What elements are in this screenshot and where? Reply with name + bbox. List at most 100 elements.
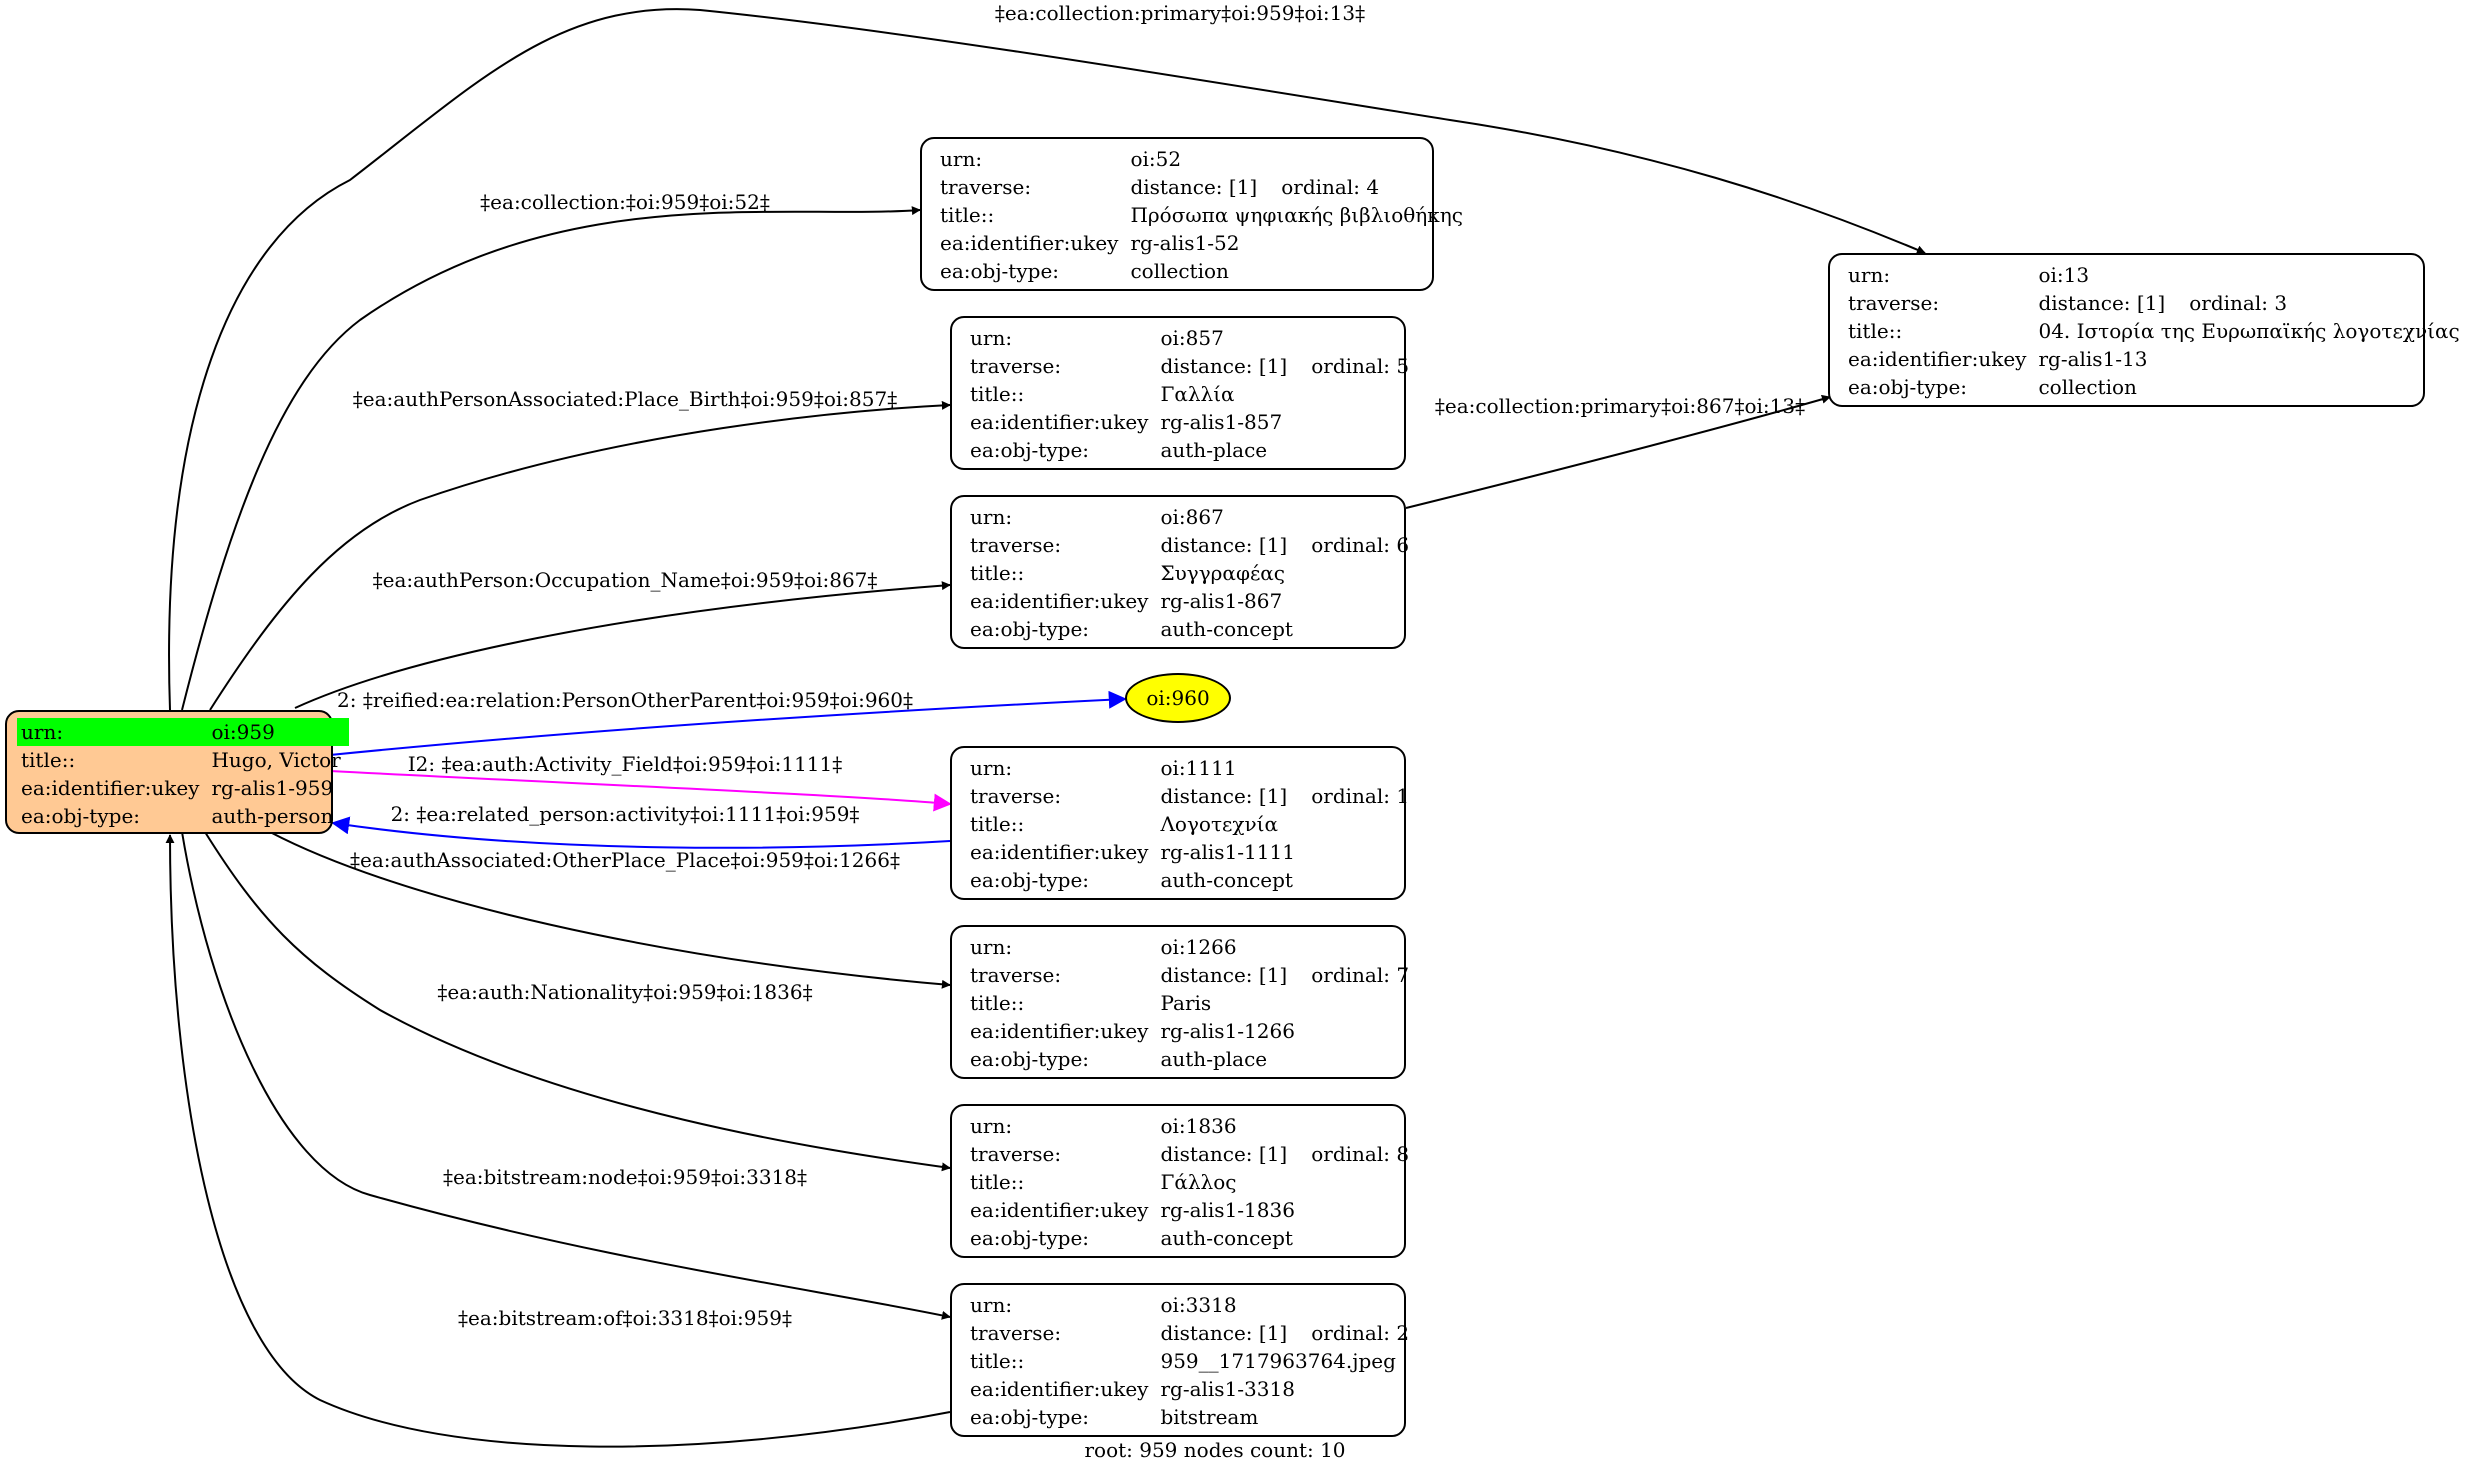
field-key: traverse:: [970, 354, 1062, 378]
field-key: urn:: [970, 756, 1013, 780]
field-key: ea:identifier:ukey: [970, 589, 1149, 613]
title-row: title:: Πρόσωπα ψηφιακής βιβλιοθήκης: [936, 201, 1471, 229]
record-node-oi13[interactable]: urn: oi:13 traverse: distance: [1]ordina…: [1828, 253, 2460, 407]
traverse-row: traverse: distance: [1]ordinal: 2: [966, 1319, 1417, 1347]
record-node-oi1266[interactable]: urn: oi:1266 traverse: distance: [1]ordi…: [950, 925, 1409, 1079]
field-key: ea:identifier:ukey: [970, 1377, 1149, 1401]
ukey-value: rg-alis1-1836: [1160, 1198, 1295, 1222]
type-row: ea:obj-type: collection: [1844, 373, 2468, 401]
edge-e6: [329, 770, 952, 812]
ukey-row: ea:identifier:ukey rg-alis1-867: [966, 587, 1417, 615]
title-value: Συγγραφέας: [1160, 561, 1286, 585]
edge-label-e10: ‡ea:bitstream:node‡oi:959‡oi:3318‡: [442, 1165, 808, 1189]
urn-value: oi:1836: [1160, 1114, 1237, 1138]
record-node-oi1836[interactable]: urn: oi:1836 traverse: distance: [1]ordi…: [950, 1104, 1409, 1258]
urn-value: oi:3318: [1160, 1293, 1237, 1317]
root-type-row: ea:obj-type: auth-person: [17, 802, 349, 830]
field-key: ea:obj-type:: [970, 868, 1090, 892]
ukey-value: rg-alis1-867: [1160, 589, 1283, 613]
ordinal-value: ordinal: 2: [1311, 1321, 1410, 1345]
record-node-oi867[interactable]: urn: oi:867 traverse: distance: [1]ordin…: [950, 495, 1409, 649]
field-key: ea:obj-type:: [970, 1226, 1090, 1250]
ellipse-node-oi960[interactable]: oi:960: [1125, 673, 1231, 723]
node-table: urn: oi:1266 traverse: distance: [1]ordi…: [966, 933, 1417, 1073]
ordinal-value: ordinal: 4: [1281, 175, 1380, 199]
field-key: urn:: [970, 505, 1013, 529]
node-table: urn: oi:867 traverse: distance: [1]ordin…: [966, 503, 1417, 643]
type-value: bitstream: [1160, 1405, 1259, 1429]
type-value: auth-concept: [1160, 1226, 1293, 1250]
urn-row: urn: oi:1836: [966, 1112, 1417, 1140]
field-key: urn:: [17, 718, 208, 746]
field-key: traverse:: [970, 963, 1062, 987]
edge-label-e2: ‡ea:collection:‡oi:959‡oi:52‡: [480, 190, 770, 214]
edge-label-e5: 2: ‡reified:ea:relation:PersonOtherParen…: [337, 688, 913, 712]
edge-e9: [204, 831, 951, 1172]
traverse-row: traverse: distance: [1]ordinal: 8: [966, 1140, 1417, 1168]
field-key: ea:obj-type:: [1848, 375, 1968, 399]
field-key: ea:identifier:ukey: [970, 840, 1149, 864]
ukey-row: ea:identifier:ukey rg-alis1-1111: [966, 838, 1417, 866]
edge-e4: [294, 581, 951, 709]
record-node-oi857[interactable]: urn: oi:857 traverse: distance: [1]ordin…: [950, 316, 1409, 470]
field-key: ea:identifier:ukey: [21, 776, 200, 800]
field-key: title::: [970, 1349, 1025, 1373]
field-key: title::: [970, 561, 1025, 585]
field-key: ea:identifier:ukey: [970, 1198, 1149, 1222]
type-value: collection: [1130, 259, 1229, 283]
field-key: urn:: [970, 326, 1013, 350]
urn-row: urn: oi:13: [1844, 261, 2468, 289]
edge-label-e4: ‡ea:authPerson:Occupation_Name‡oi:959‡oi…: [372, 568, 878, 592]
field-key: ea:identifier:ukey: [1848, 347, 2027, 371]
field-key: traverse:: [970, 784, 1062, 808]
type-value: auth-place: [1160, 438, 1268, 462]
root-node-oi959[interactable]: urn: oi:959 title:: Hugo, Victor ea:iden…: [5, 710, 349, 834]
traverse-value: distance: [1] ordinal: 4: [1126, 173, 1471, 201]
edge-e7: [331, 816, 951, 849]
title-row: title:: Paris: [966, 989, 1417, 1017]
edge-label-e8: ‡ea:authAssociated:OtherPlace_Place‡oi:9…: [350, 848, 900, 872]
ukey-value: rg-alis1-13: [2038, 347, 2148, 371]
distance-value: distance: [1]: [1160, 533, 1288, 557]
ukey-row: ea:identifier:ukey rg-alis1-52: [936, 229, 1471, 257]
record-node-oi3318[interactable]: urn: oi:3318 traverse: distance: [1]ordi…: [950, 1283, 1409, 1437]
field-key: urn:: [1848, 263, 1891, 287]
edge-e11: [165, 834, 951, 1448]
ukey-value: rg-alis1-1266: [1160, 1019, 1295, 1043]
field-key: title::: [21, 748, 76, 772]
type-row: ea:obj-type: bitstream: [966, 1403, 1417, 1431]
traverse-value: distance: [1] ordinal: 6: [1156, 531, 1417, 559]
field-key: title::: [1848, 319, 1903, 343]
field-key: ea:identifier:ukey: [940, 231, 1119, 255]
ukey-row: ea:identifier:ukey rg-alis1-857: [966, 408, 1417, 436]
ukey-row: ea:identifier:ukey rg-alis1-1836: [966, 1196, 1417, 1224]
type-value: auth-concept: [1160, 617, 1293, 641]
field-key: title::: [970, 812, 1025, 836]
urn-value: oi:13: [2038, 263, 2090, 287]
record-node-oi1111[interactable]: urn: oi:1111 traverse: distance: [1]ordi…: [950, 746, 1409, 900]
traverse-value: distance: [1]ordinal: 5: [1156, 352, 1417, 380]
urn-row: urn: oi:857: [966, 324, 1417, 352]
edge-e8: [269, 831, 951, 989]
node-table: urn: oi:13 traverse: distance: [1]ordina…: [1844, 261, 2468, 401]
ordinal-value: ordinal: 3: [2189, 291, 2288, 315]
title-row: title:: Συγγραφέας: [966, 559, 1417, 587]
ukey-value: rg-alis1-857: [1160, 410, 1283, 434]
record-node-oi52[interactable]: urn: oi:52 traverse: distance: [1]ordina…: [920, 137, 1463, 291]
distance-value: distance: [1]: [1130, 175, 1258, 199]
title-row: title:: Λογοτεχνία: [966, 810, 1417, 838]
distance-value: distance: [1]: [1160, 784, 1288, 808]
field-key: traverse:: [940, 175, 1032, 199]
field-key: traverse:: [1848, 291, 1940, 315]
urn-value: oi:857: [1160, 326, 1224, 350]
ordinal-value: ordinal: 6: [1311, 533, 1410, 557]
title-value: Λογοτεχνία: [1160, 812, 1278, 836]
traverse-value: distance: [1]ordinal: 3: [2034, 289, 2467, 317]
edge-e10: [181, 831, 951, 1320]
field-key: title::: [970, 1170, 1025, 1194]
ordinal-value: ordinal: 5: [1311, 354, 1410, 378]
urn-row: urn: oi:1111: [966, 754, 1417, 782]
type-value: auth-place: [1160, 1047, 1268, 1071]
node-table: urn: oi:857 traverse: distance: [1]ordin…: [966, 324, 1417, 464]
field-key: urn:: [970, 1114, 1013, 1138]
